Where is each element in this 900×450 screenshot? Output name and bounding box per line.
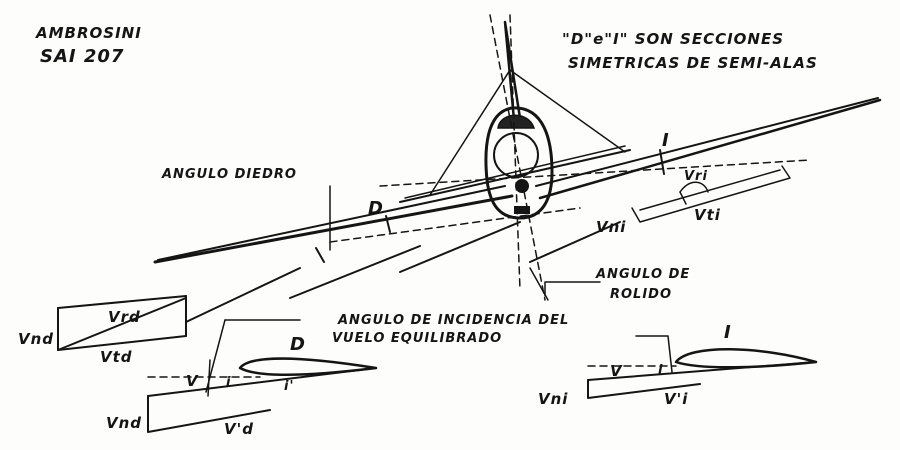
vni-label-top: Vni bbox=[596, 218, 626, 236]
wing-D-label: D bbox=[368, 198, 384, 219]
incidence-pointer bbox=[205, 319, 226, 393]
left-wing-lower-edge bbox=[153, 194, 514, 264]
wing-horizontal-reference bbox=[379, 159, 811, 187]
incidence-label-1: ANGULO DE INCIDENCIA DEL bbox=[337, 313, 569, 328]
airfoil-D-vprime bbox=[147, 367, 377, 397]
dihedral-markers bbox=[315, 149, 665, 263]
airfoil-I-leader bbox=[635, 335, 673, 373]
note-line1: "D"e"I" SON SECCIONES bbox=[562, 30, 784, 48]
vri-stub bbox=[679, 191, 687, 205]
title-line2: SAI 207 bbox=[40, 46, 124, 67]
vrd-label: Vrd bbox=[108, 308, 141, 326]
tail-wheel bbox=[514, 206, 530, 214]
note-line2: SIMETRICAS DE SEMI-ALAS bbox=[568, 54, 818, 72]
right-wing-upper-edge bbox=[535, 97, 879, 187]
vri-label: Vri bbox=[684, 169, 708, 184]
airfoil-I-diagram bbox=[587, 335, 818, 399]
airflow-arrow-2 bbox=[289, 245, 421, 299]
roll-leader bbox=[544, 281, 601, 297]
vectors-left bbox=[57, 221, 621, 351]
aircraft-front-view bbox=[153, 14, 882, 301]
vti-arrow bbox=[639, 169, 781, 211]
incidence-label-2: VUELO EQUILIBRADO bbox=[332, 331, 502, 346]
airfoil-I-vni bbox=[587, 379, 701, 399]
airfoil-I-vprime-label: V'i bbox=[664, 390, 688, 408]
vertical-fin bbox=[503, 20, 522, 122]
roll-reference-line bbox=[509, 14, 521, 291]
vti-box bbox=[631, 165, 791, 223]
airflow-arrow-1 bbox=[185, 267, 301, 323]
dihedral-tick-left bbox=[315, 247, 325, 263]
airfoil-D-v: V bbox=[186, 372, 199, 390]
airfoil-I-vprime bbox=[587, 361, 817, 381]
roll-angle-indicator bbox=[529, 267, 601, 301]
roll-label-1: ANGULO DE bbox=[595, 267, 690, 282]
title-line1: AMBROSINI bbox=[35, 24, 142, 42]
vnd-label-left: Vnd bbox=[18, 330, 54, 348]
vrd-diagonal bbox=[57, 297, 187, 351]
airfoil-I-letter: I bbox=[724, 322, 732, 343]
dihedral-reference bbox=[329, 207, 581, 243]
airfoil-D-i: i bbox=[226, 375, 231, 390]
dihedral-tick-D bbox=[385, 215, 391, 233]
left-wing-upper-edge bbox=[157, 185, 506, 261]
airfoil-D-iprime: i' bbox=[284, 379, 294, 394]
dihedral-label: ANGULO DIEDRO bbox=[161, 167, 297, 182]
fin-strut-right bbox=[509, 69, 626, 153]
right-wing-lower-edge bbox=[538, 98, 882, 200]
vti-label: Vti bbox=[694, 206, 721, 224]
airfoil-I-v: V bbox=[610, 362, 623, 380]
spinner bbox=[515, 179, 529, 193]
top-side bbox=[57, 295, 187, 309]
note-block: "D"e"I" SON SECCIONES SIMETRICAS DE SEMI… bbox=[562, 30, 818, 72]
airfoil-D-vprime-label: V'd bbox=[224, 420, 254, 438]
vertical-reference-line bbox=[489, 14, 546, 301]
vtd-label: Vtd bbox=[100, 348, 133, 366]
airflow-arrow-4 bbox=[529, 221, 621, 263]
canopy bbox=[497, 114, 536, 129]
fin-strut-left bbox=[429, 69, 511, 196]
airfoil-I-vni: Vni bbox=[538, 390, 568, 408]
wing-I-label: I bbox=[662, 130, 670, 151]
vectors-right-top bbox=[631, 165, 791, 223]
dihedral-tick-I bbox=[659, 149, 665, 175]
airfoil-D-vnd bbox=[147, 395, 271, 433]
airfoil-I-i: i bbox=[658, 363, 663, 378]
title-block: AMBROSINI SAI 207 bbox=[35, 24, 142, 67]
fuselage bbox=[484, 106, 554, 220]
airfoil-D-letter: D bbox=[290, 334, 306, 355]
vtd-arrow bbox=[57, 335, 187, 351]
roll-label-2: ROLIDO bbox=[610, 287, 672, 302]
airflow-arrow-3 bbox=[399, 221, 521, 273]
airfoil-D bbox=[238, 357, 378, 376]
airfoil-D-vnd: Vnd bbox=[106, 414, 142, 432]
vri-arc bbox=[679, 181, 709, 193]
airfoil-D-diagram bbox=[147, 319, 378, 433]
